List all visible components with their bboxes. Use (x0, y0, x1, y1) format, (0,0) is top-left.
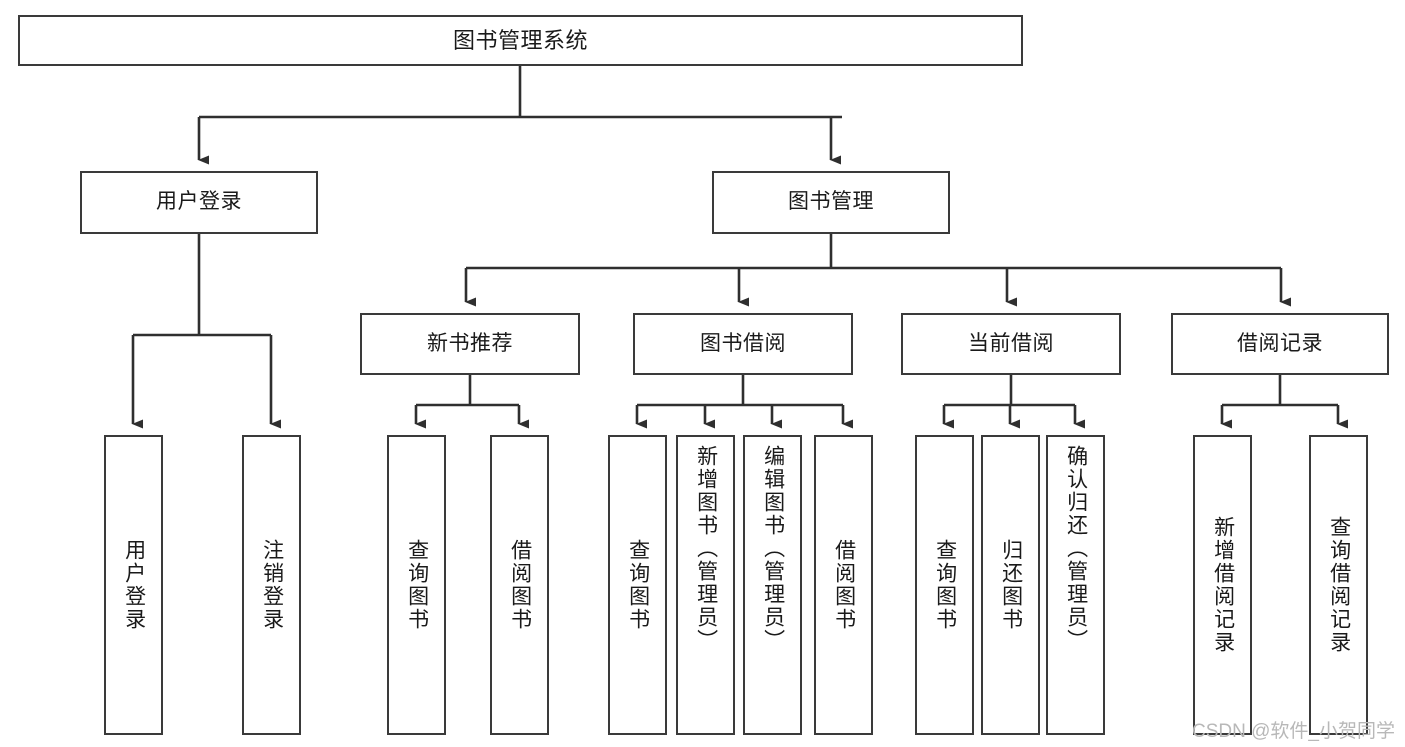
node-label: 图书管理系统 (452, 27, 588, 53)
node-root-book-management-system[interactable]: 图书管理系统 (18, 15, 1023, 66)
node-label: 编辑图书（管理员） (761, 445, 785, 652)
node-leaf-borrow-record-query-record[interactable]: 查询借阅记录 (1309, 435, 1368, 735)
node-label: 借阅图书 (832, 539, 856, 631)
node-user-login[interactable]: 用户登录 (80, 171, 318, 234)
node-label: 图书借阅 (700, 331, 786, 355)
node-book-borrow[interactable]: 图书借阅 (633, 313, 853, 375)
node-leaf-book-borrow-borrow-book[interactable]: 借阅图书 (814, 435, 873, 735)
node-label: 用户登录 (156, 190, 242, 214)
node-label: 归还图书 (999, 539, 1023, 631)
node-label: 查询借阅记录 (1327, 516, 1351, 654)
node-current-borrow[interactable]: 当前借阅 (901, 313, 1121, 375)
node-label: 新增借阅记录 (1211, 516, 1235, 654)
node-leaf-current-borrow-query-book[interactable]: 查询图书 (915, 435, 974, 735)
node-leaf-new-book-query-book[interactable]: 查询图书 (387, 435, 446, 735)
node-leaf-user-login-login[interactable]: 用户登录 (104, 435, 163, 735)
node-label: 查询图书 (626, 539, 650, 631)
node-leaf-current-borrow-return-book[interactable]: 归还图书 (981, 435, 1040, 735)
node-label: 用户登录 (122, 539, 146, 631)
node-label: 新增图书（管理员） (694, 445, 718, 652)
node-leaf-book-borrow-edit-book-admin[interactable]: 编辑图书（管理员） (743, 435, 802, 735)
node-label: 借阅图书 (508, 539, 532, 631)
node-label: 查询图书 (405, 539, 429, 631)
node-leaf-new-book-borrow-book[interactable]: 借阅图书 (490, 435, 549, 735)
node-leaf-borrow-record-add-record[interactable]: 新增借阅记录 (1193, 435, 1252, 735)
node-leaf-user-login-logout[interactable]: 注销登录 (242, 435, 301, 735)
node-label: 查询图书 (933, 539, 957, 631)
node-leaf-current-borrow-confirm-return-admin[interactable]: 确认归还（管理员） (1046, 435, 1105, 735)
node-label: 注销登录 (260, 539, 284, 631)
node-borrow-record[interactable]: 借阅记录 (1171, 313, 1389, 375)
node-new-book-recommend[interactable]: 新书推荐 (360, 313, 580, 375)
node-label: 当前借阅 (968, 331, 1054, 355)
node-leaf-book-borrow-add-book-admin[interactable]: 新增图书（管理员） (676, 435, 735, 735)
node-label: 图书管理 (788, 190, 874, 214)
node-label: 确认归还（管理员） (1064, 445, 1088, 652)
node-leaf-book-borrow-query-book[interactable]: 查询图书 (608, 435, 667, 735)
node-label: 新书推荐 (427, 331, 513, 355)
node-book-management[interactable]: 图书管理 (712, 171, 950, 234)
node-label: 借阅记录 (1237, 331, 1323, 355)
